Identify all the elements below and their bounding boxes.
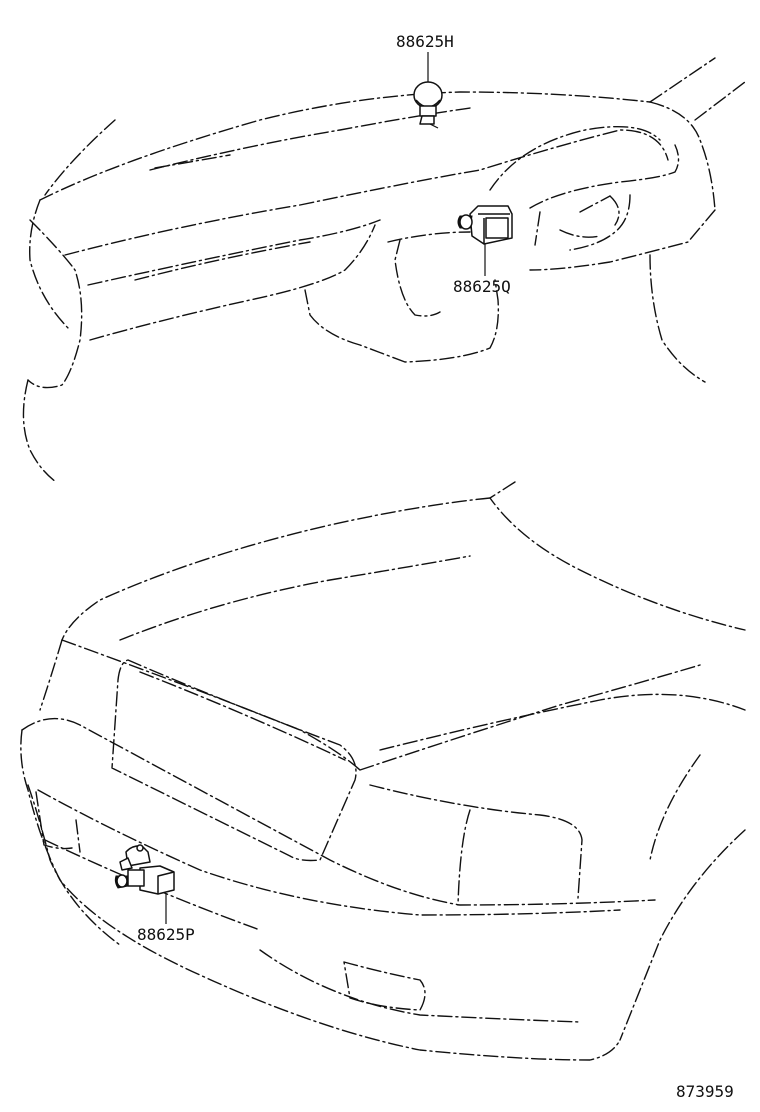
round-sensor-icon bbox=[413, 81, 443, 129]
illustration-reference-number: 873959 bbox=[676, 1082, 734, 1101]
vehicle-front-illustration bbox=[20, 481, 746, 1061]
bumper-sensor-icon bbox=[114, 844, 175, 895]
dashboard-illustration bbox=[22, 57, 746, 483]
part-number-label: 88625P bbox=[137, 925, 195, 944]
part-number-label: 88625Q bbox=[453, 277, 511, 296]
box-connector-sensor-icon bbox=[457, 205, 513, 245]
part-number-label: 88625H bbox=[396, 32, 454, 51]
